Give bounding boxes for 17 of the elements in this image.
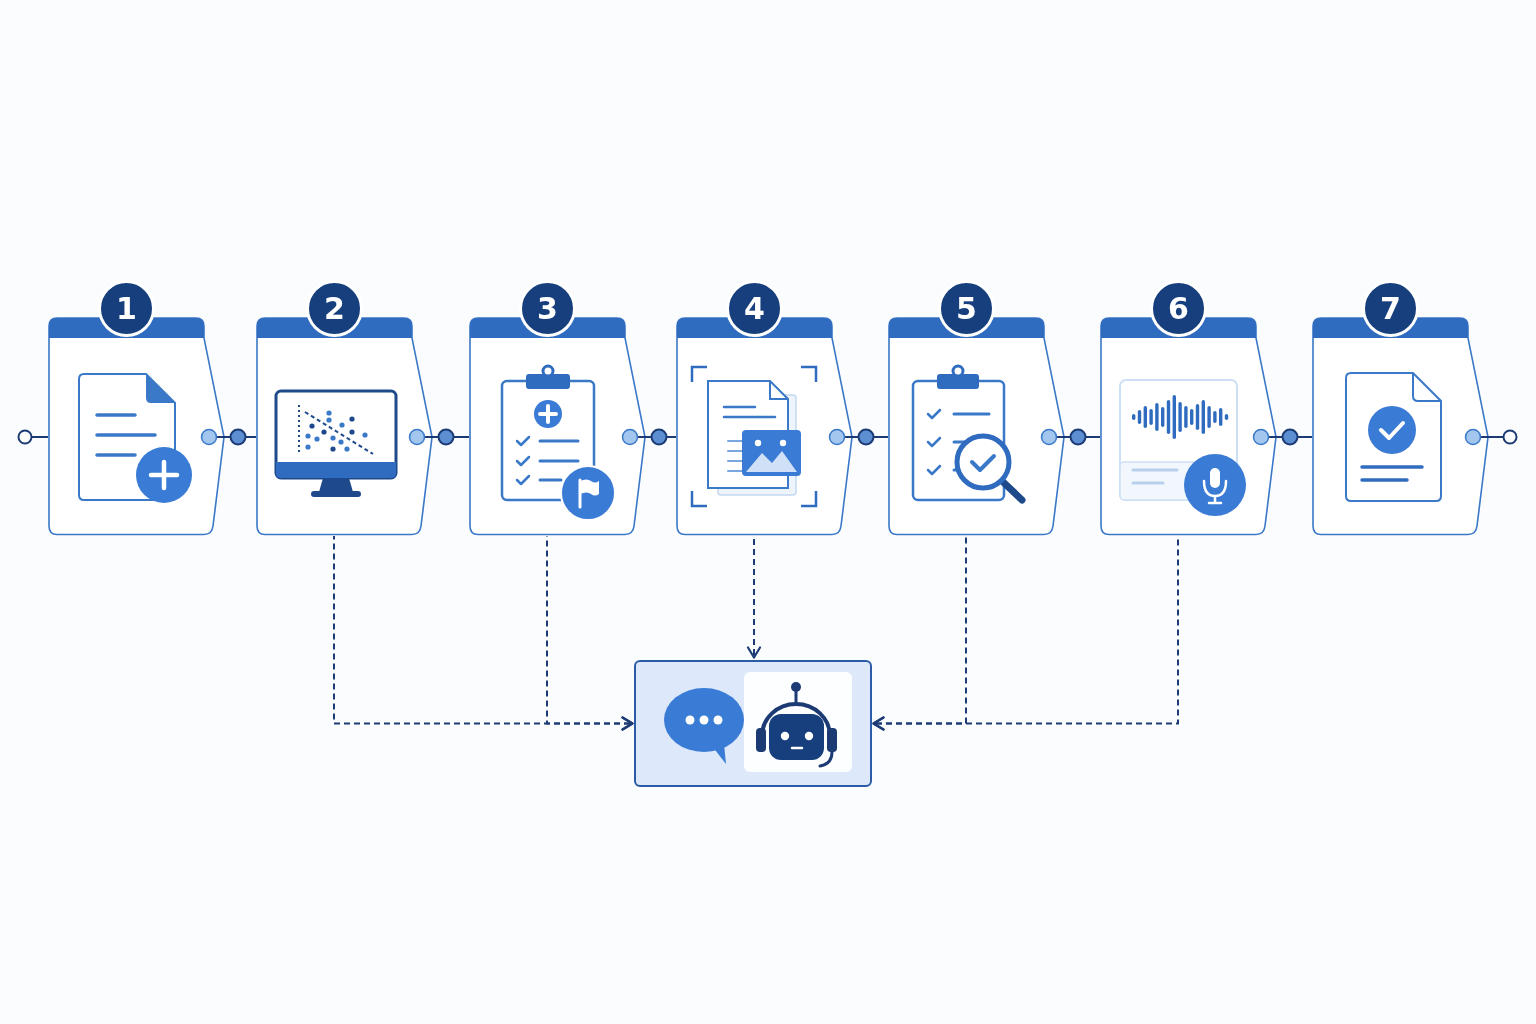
chat-bot-panel (634, 660, 872, 787)
step-card (1100, 280, 1278, 536)
step-card (676, 280, 854, 536)
connector-line (223, 428, 257, 446)
step-card (1312, 280, 1490, 536)
step-card (888, 280, 1066, 536)
connector-line (1063, 428, 1101, 446)
connector-line (1275, 428, 1313, 446)
dashed-arrow (546, 535, 635, 731)
step-card (469, 280, 647, 536)
step-card (256, 280, 434, 536)
connector-line (431, 428, 470, 446)
step-card (48, 280, 226, 536)
connector-line (644, 428, 677, 446)
connector-line (851, 428, 889, 446)
connector-line (17, 429, 49, 445)
connector-line (1487, 429, 1518, 445)
